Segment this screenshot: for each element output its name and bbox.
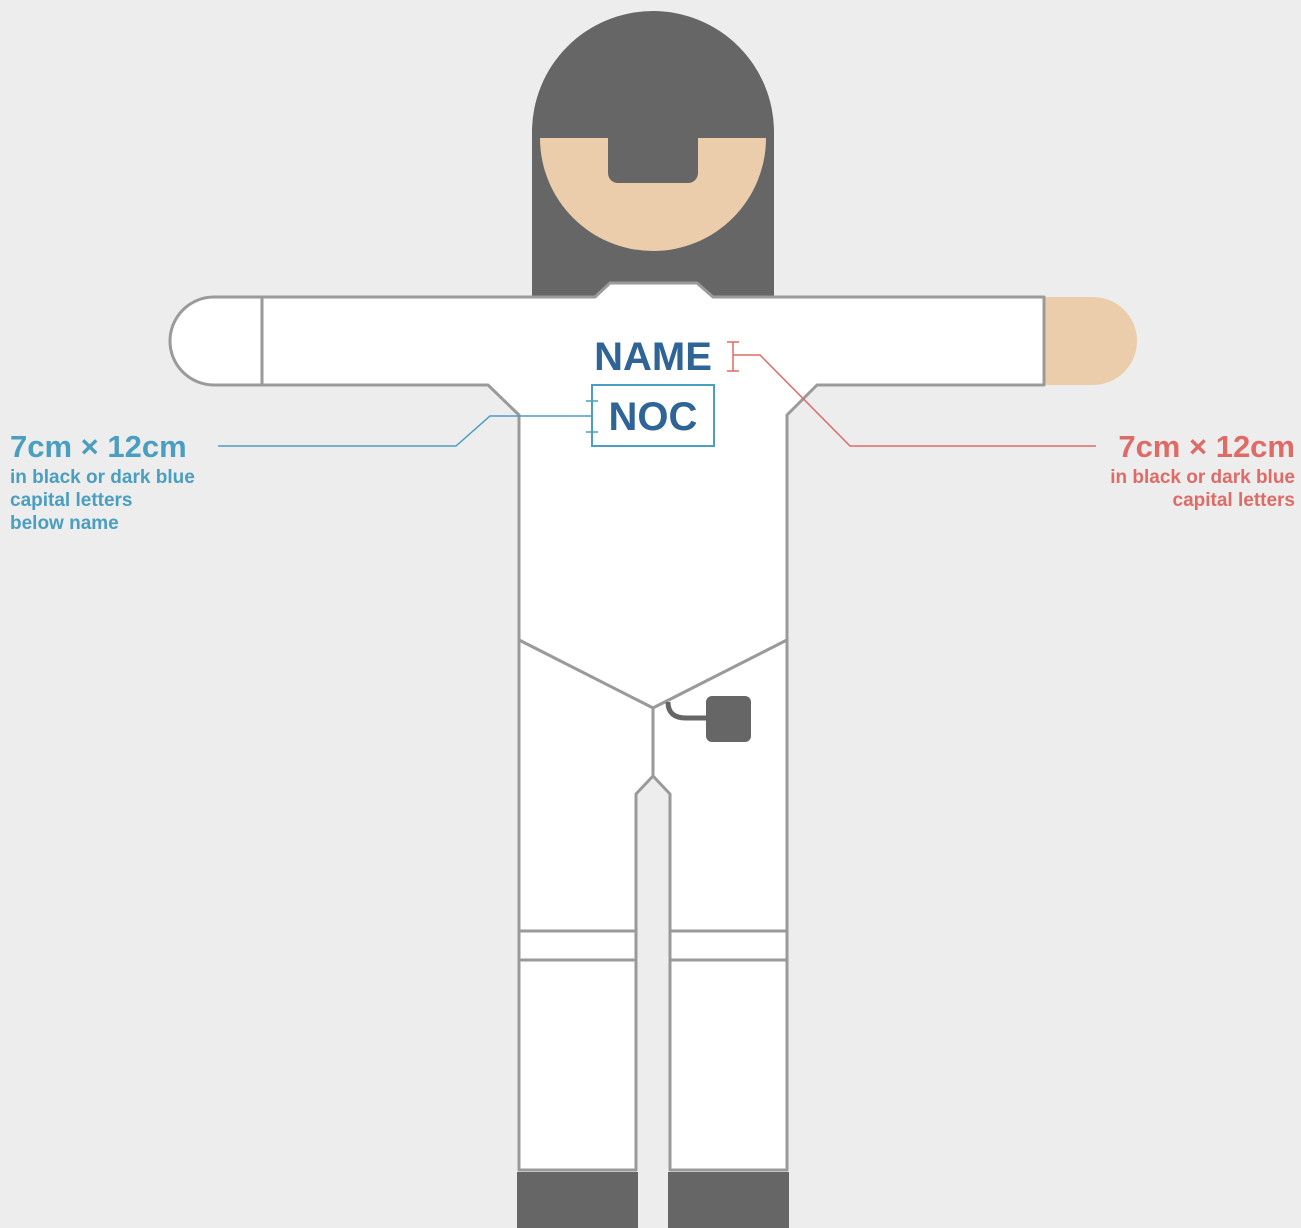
name-dimension: 7cm × 12cm (1110, 428, 1295, 465)
noc-annotation-line: below name (10, 513, 195, 536)
name-annotation-line: in black or dark blue (1110, 467, 1295, 490)
noc-lettering: NOC (609, 395, 698, 439)
left-leg (519, 640, 653, 1170)
name-annotation-line: capital letters (1110, 490, 1295, 513)
right-shoe (668, 1172, 789, 1228)
body-wire-connector (706, 696, 751, 742)
noc-annotation-line: capital letters (10, 490, 195, 513)
name-annotation: 7cm × 12cm in black or dark blue capital… (1110, 428, 1295, 513)
name-lettering: NAME (594, 335, 712, 379)
noc-annotation-line: in black or dark blue (10, 467, 195, 490)
mask-bib (608, 120, 698, 183)
right-hand (1044, 297, 1137, 385)
left-glove (170, 297, 262, 385)
noc-dimension: 7cm × 12cm (10, 428, 195, 465)
fencing-mask (532, 11, 774, 300)
noc-annotation: 7cm × 12cm in black or dark blue capital… (10, 428, 195, 536)
left-shoe (517, 1172, 638, 1228)
